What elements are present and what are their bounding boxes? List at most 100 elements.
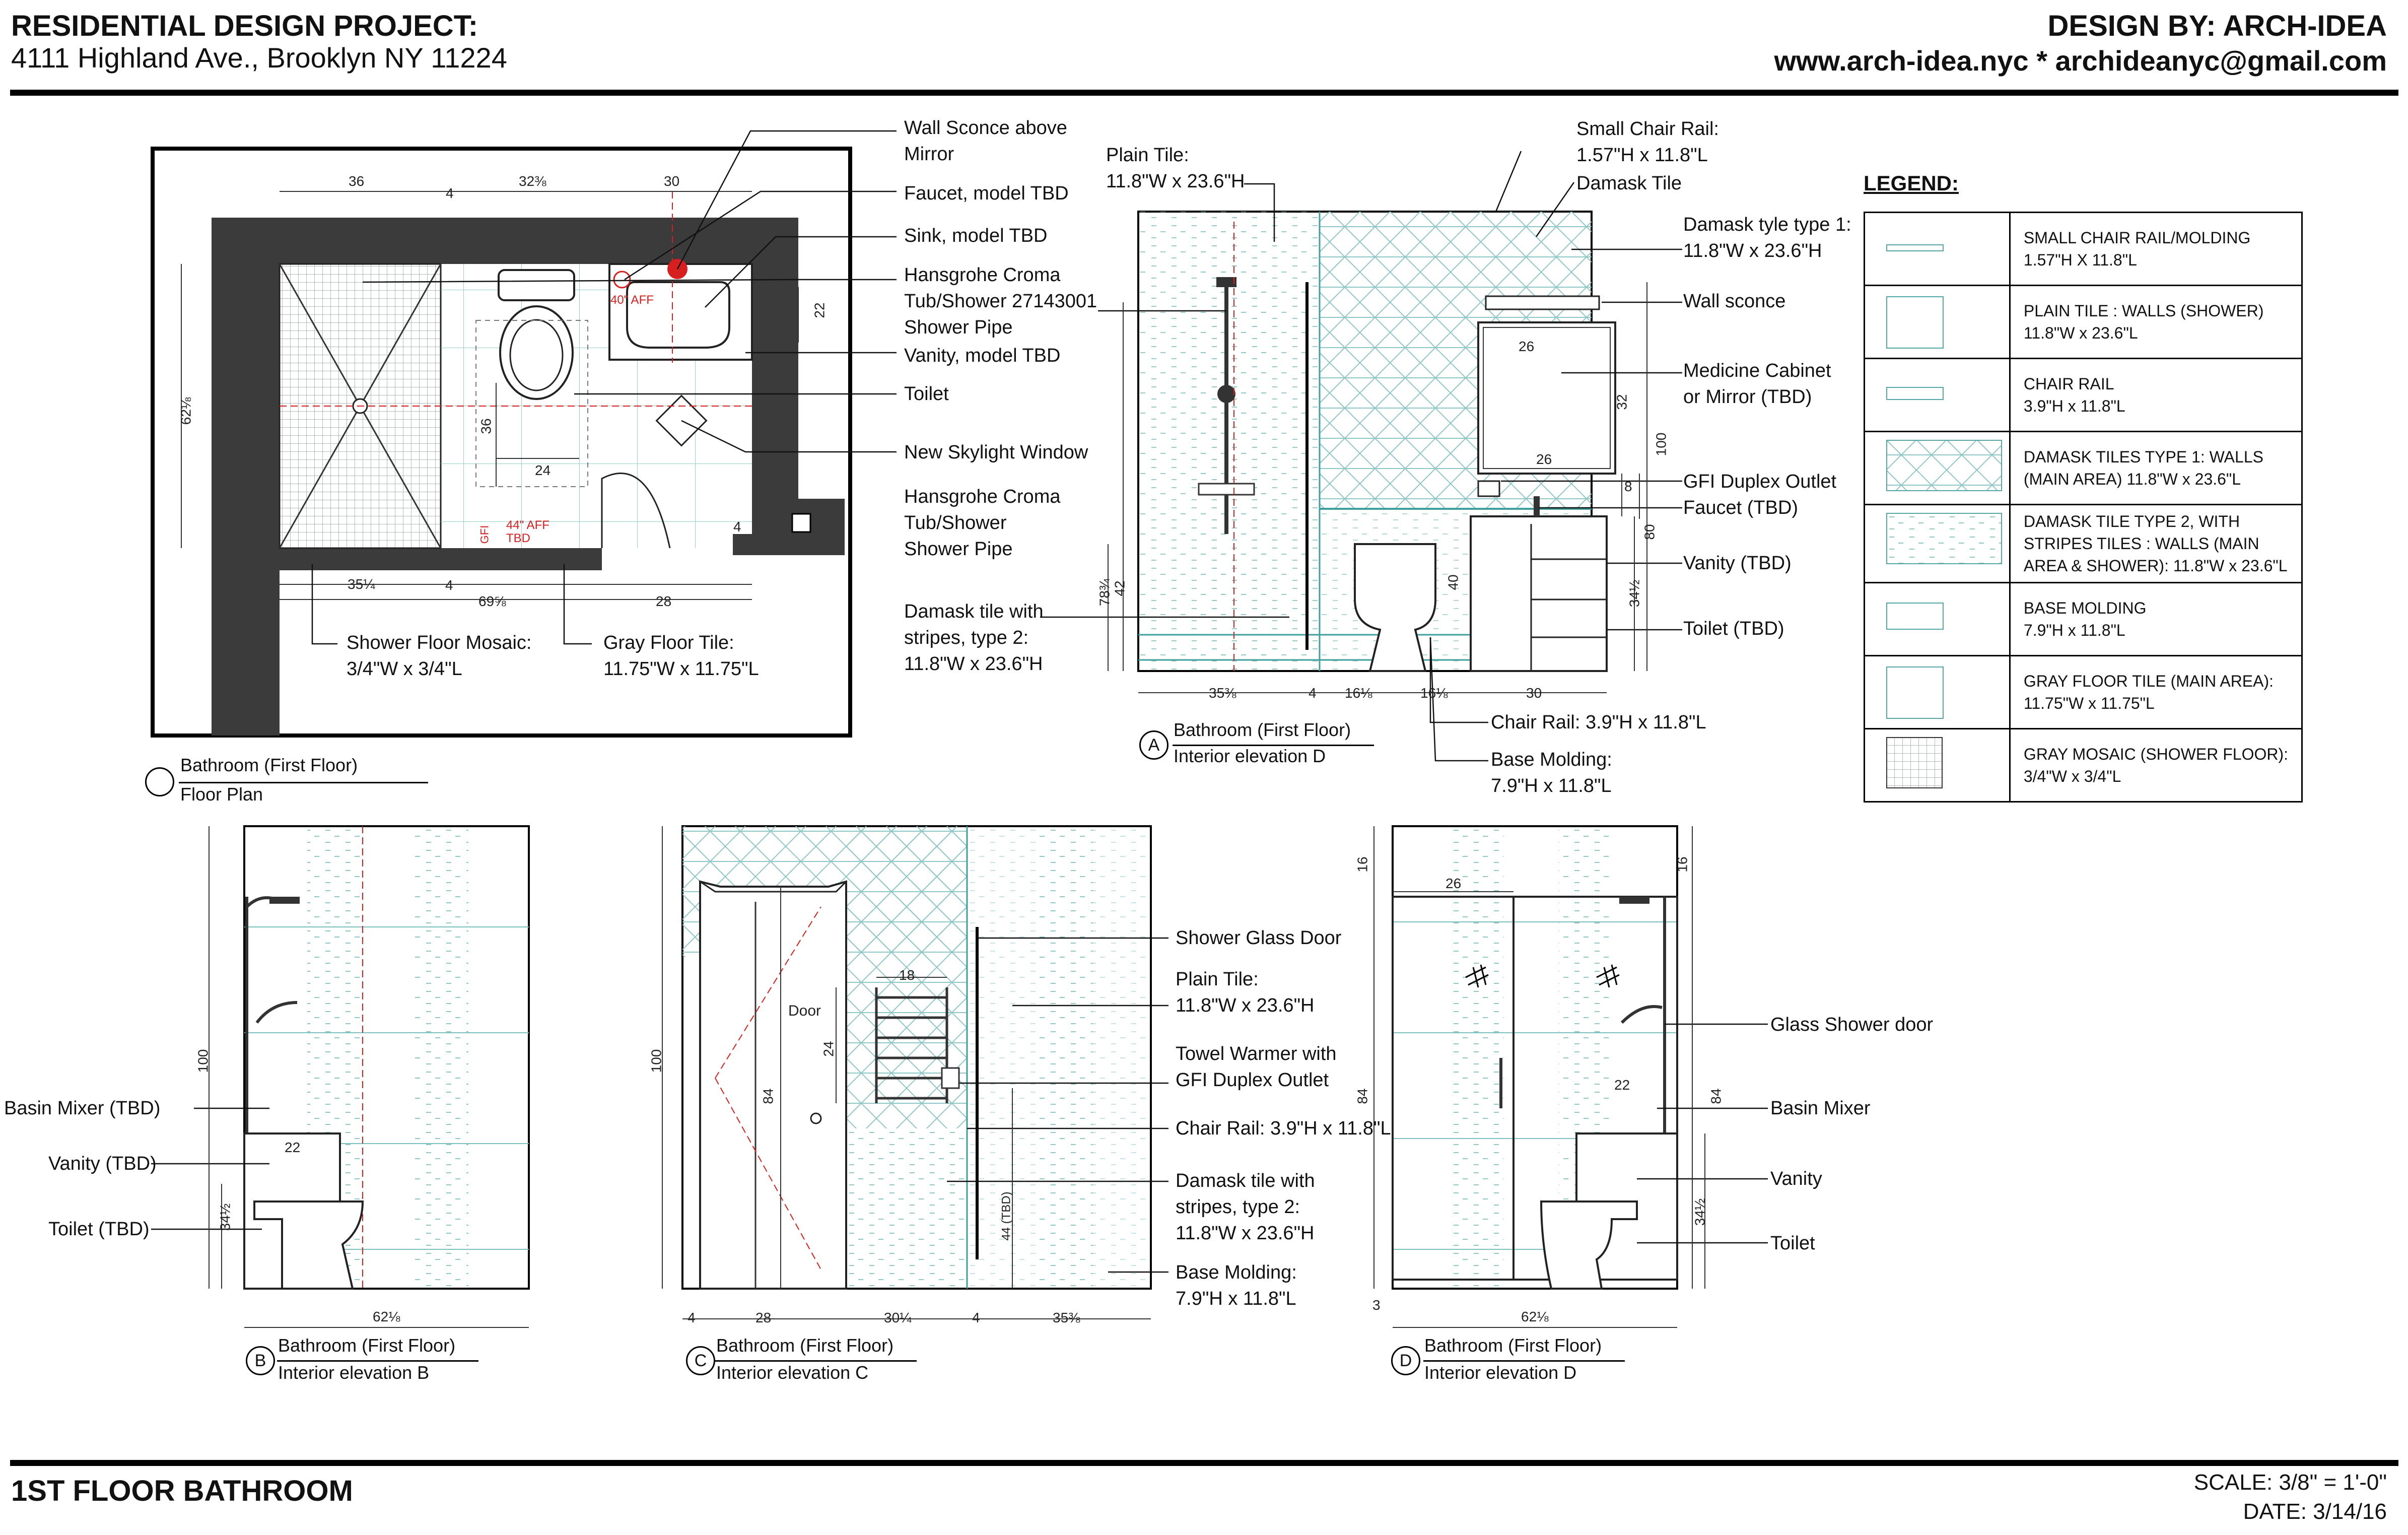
dim-plan-4a: 4 [446,185,454,201]
legend-table: SMALL CHAIR RAIL/MOLDING 1.57"H X 11.8"L… [1864,212,2303,803]
note-c-glass-door: Shower Glass Door [1176,927,1342,949]
dim-a-42: 42 [1112,580,1128,596]
note-a-faucet: Faucet (TBD) [1683,497,1799,518]
legend-text: GRAY FLOOR TILE (MAIN AREA): 11.75"W x 1… [2009,655,2303,729]
footer-rule [10,1460,2398,1466]
legend-text: DAMASK TILES TYPE 1: WALLS (MAIN AREA) 1… [2009,431,2303,505]
legend-text: BASE MOLDING 7.9"H x 11.8"L [2009,582,2303,656]
dim-c-100: 100 [648,1049,664,1073]
note-c-towel: Towel Warmer with GFI Duplex Outlet [1176,1043,1337,1091]
legend-title: LEGEND: [1864,171,1959,195]
dim-a-80: 80 [1641,524,1658,540]
legend-row: SMALL CHAIR RAIL/MOLDING 1.57"H X 11.8"L [1864,212,2303,286]
plan-frame [151,147,852,738]
legend-swatch-plain [1864,285,2011,359]
dim-plan-28: 28 [656,593,672,609]
project-address: 4111 Highland Ave., Brooklyn NY 11224 [11,42,507,74]
dim-plan-4b: 4 [445,577,453,593]
project-title: RESIDENTIAL DESIGN PROJECT: [11,10,478,42]
note-b-toilet: Toilet (TBD) [48,1219,150,1240]
elev-c-marker: C [686,1346,715,1375]
gfi-label: GFI [478,525,491,544]
dim-d-22: 22 [1614,1077,1630,1093]
elev-b-caption-sub: Interior elevation B [278,1362,430,1383]
dim-d-16a: 16 [1354,856,1370,873]
dim-a-30: 30 [1526,685,1542,701]
note-a-small-rail: Small Chair Rail: 1.57"H x 11.8"L [1576,118,1719,166]
sheet-scale: SCALE: 3/8" = 1'-0" [2193,1470,2387,1495]
legend-swatch-base [1864,582,2011,656]
elev-a-caption-sub: Interior elevation D [1174,746,1326,766]
elev-d-marker: D [1391,1346,1420,1375]
legend-row: DAMASK TILE TYPE 2, WITH STRIPES TILES :… [1864,504,2303,583]
note-sink: Sink, model TBD [904,225,1048,246]
legend-swatch-stripes [1864,504,2011,583]
aff-40: 40" AFF [610,293,654,307]
legend-row: BASE MOLDING 7.9"H x 11.8"L [1864,582,2303,656]
legend-row: CHAIR RAIL 3.9"H x 11.8"L [1864,358,2303,432]
dim-a-100: 100 [1653,432,1669,456]
header-rule [10,90,2398,96]
note-c-door: Door [788,1003,821,1019]
dim-plan-36b: 36 [478,418,494,434]
dim-a-32: 32 [1614,394,1630,410]
plan-leaders [311,130,897,645]
legend-text: SMALL CHAIR RAIL/MOLDING 1.57"H X 11.8"L [2009,212,2303,286]
elev-d-caption-rule [1423,1360,1625,1362]
legend-row: PLAIN TILE : WALLS (SHOWER) 11.8"W x 23.… [1864,285,2303,359]
note-c-base: Base Molding: 7.9"H x 11.8"L [1176,1262,1297,1309]
sheet-title: 1ST FLOOR BATHROOM [11,1475,353,1507]
plan-caption-sub: Floor Plan [180,784,263,805]
elev-c-caption-rule [715,1360,917,1362]
legend-text: DAMASK TILE TYPE 2, WITH STRIPES TILES :… [2009,504,2303,583]
note-a-damask1: Damask tyle type 1: 11.8"W x 23.6"H [1683,214,1851,261]
note-c-chair-rail: Chair Rail: 3.9"H x 11.8"L [1176,1118,1391,1139]
dim-a-4: 4 [1309,685,1317,701]
elevation-a [1040,151,1682,762]
legend-swatch-gray [1864,655,2011,729]
elev-a-caption-rule [1173,745,1374,746]
legend-text: PLAIN TILE : WALLS (SHOWER) 11.8"W x 23.… [2009,285,2303,359]
elev-b-caption-title: Bathroom (First Floor) [278,1335,456,1356]
note-a-vanity: Vanity (TBD) [1683,553,1792,574]
note-shower-mosaic: Shower Floor Mosaic: 3/4"W x 3/4"L [347,632,532,680]
wall-sconce-a [1485,295,1600,310]
legend-swatch-damask [1864,431,2011,505]
dim-plan-32: 32⅜ [519,173,546,189]
legend-swatch-rail [1864,358,2011,432]
floor-plan [151,130,897,738]
note-d-toilet: Toilet [1770,1233,1815,1254]
plan-caption-title: Bathroom (First Floor) [180,755,358,775]
dim-plan-62: 62⅛ [178,397,194,425]
note-a-damask2: Damask tile with stripes, type 2: 11.8"W… [904,601,1044,675]
door-swing [601,473,671,549]
note-d-basin: Basin Mixer [1770,1098,1871,1119]
dim-a-34: 34½ [1626,579,1642,608]
dim-a-40: 40 [1445,574,1461,590]
dim-c-30: 30¼ [884,1310,912,1325]
elev-a-caption-title: Bathroom (First Floor) [1174,719,1351,740]
elev-b-marker: B [246,1346,275,1375]
toilet-d [1540,1200,1638,1290]
vanity-a [1470,515,1608,672]
dim-b-22: 22 [285,1140,301,1155]
note-a-med-cabinet: Medicine Cabinet or Mirror (TBD) [1683,360,1831,408]
note-a-toilet: Toilet (TBD) [1683,618,1784,639]
legend-row: DAMASK TILES TYPE 1: WALLS (MAIN AREA) 1… [1864,431,2303,505]
note-a-chair-rail: Chair Rail: 3.9"H x 11.8"L [1491,712,1706,733]
designer-name: DESIGN BY: ARCH-IDEA [2047,10,2387,42]
sheet-date: DATE: 3/14/16 [2243,1499,2387,1524]
dim-c-84: 84 [760,1088,776,1104]
dim-a-16a: 16⅛ [1345,685,1372,701]
aff-44: 44" AFF TBD [506,518,549,545]
dim-plan-24: 24 [535,462,551,478]
dim-d-62: 62⅛ [1521,1309,1549,1324]
dim-plan-36: 36 [349,173,365,189]
elevation-b [151,825,530,1328]
toilet-a [1354,543,1436,672]
dim-c-35: 35⅜ [1053,1310,1080,1325]
dim-c-44: 44 (TBD) [999,1191,1013,1241]
note-a-gfi: GFI Duplex Outlet [1683,471,1837,492]
note-a-sconce: Wall sconce [1683,291,1786,312]
dim-c-4a: 4 [687,1310,696,1325]
